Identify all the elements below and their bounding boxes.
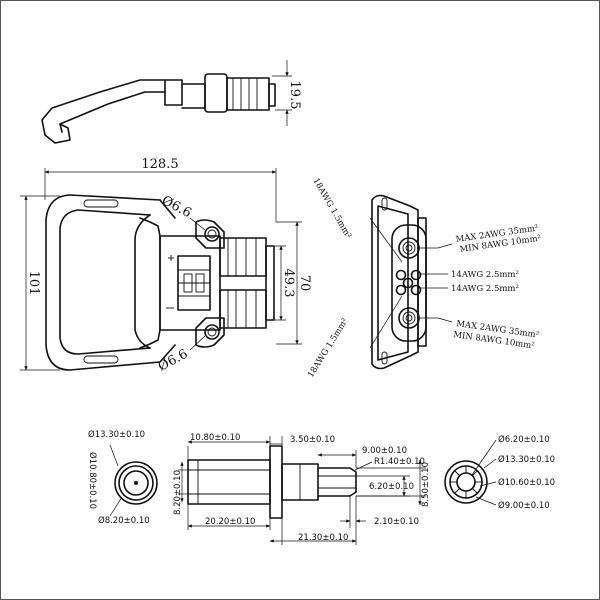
- top-view-height-dim: 19.5: [287, 81, 302, 110]
- bm-d3: 9.00±0.10: [362, 446, 407, 456]
- bm-d8: 20.20±0.10: [205, 517, 255, 527]
- bottom-left-view: Ø13.30±0.10 Ø10.80±0.10 Ø8.20±0.10: [87, 429, 158, 526]
- top-view: 19.5: [41, 60, 302, 144]
- side-14awg-2: 14AWG 2.5mm²: [451, 284, 519, 294]
- bm-d5: 6.20±0.10: [369, 482, 414, 492]
- front-hole-top: Ø6.6: [159, 193, 194, 221]
- bl-d-inner: Ø8.20±0.10: [98, 515, 150, 526]
- bm-d6: 8.50±0.10: [421, 462, 431, 507]
- br-d3: Ø10.60±0.10: [498, 477, 555, 488]
- front-hole-bottom: Ø6.6: [156, 347, 191, 375]
- front-height-dim: 101: [26, 271, 41, 296]
- front-inner-dim-1: 49.3: [281, 269, 296, 298]
- front-width-dim: 128.5: [141, 157, 178, 172]
- bm-d9: 2.10±0.10: [374, 517, 419, 527]
- bl-d-outer: Ø13.30±0.10: [88, 429, 145, 440]
- bm-d7: 8.20±0.10: [173, 470, 183, 515]
- side-view: 18AWG 1.5mm² 18AWG 1.5mm² MAX 2AWG 35mm²…: [306, 177, 542, 380]
- side-14awg-1: 14AWG 2.5mm²: [451, 270, 519, 280]
- bm-d1: 10.80±0.10: [190, 433, 240, 443]
- side-18awg-top: 18AWG 1.5mm²: [310, 177, 353, 241]
- bottom-right-view: Ø6.20±0.10 Ø13.30±0.10 Ø10.60±0.10 Ø9.00…: [444, 434, 555, 511]
- br-d4: Ø9.00±0.10: [498, 500, 550, 511]
- bl-d-mid: Ø10.80±0.10: [87, 452, 98, 509]
- br-d1: Ø6.20±0.10: [498, 434, 550, 445]
- front-inner-dim-2: 70: [297, 275, 312, 292]
- br-d2: Ø13.30±0.10: [498, 454, 555, 465]
- bm-d10: 21.30±0.10: [298, 533, 348, 543]
- side-18awg-bottom: 18AWG 1.5mm²: [306, 317, 350, 380]
- bottom-middle-view: 10.80±0.10 3.50±0.10 9.00±0.10 R1.40±0.1…: [173, 433, 431, 545]
- bm-d2: 3.50±0.10: [290, 435, 335, 445]
- front-view: 128.5 101: [20, 157, 312, 375]
- bm-d4: R1.40±0.10: [374, 457, 425, 467]
